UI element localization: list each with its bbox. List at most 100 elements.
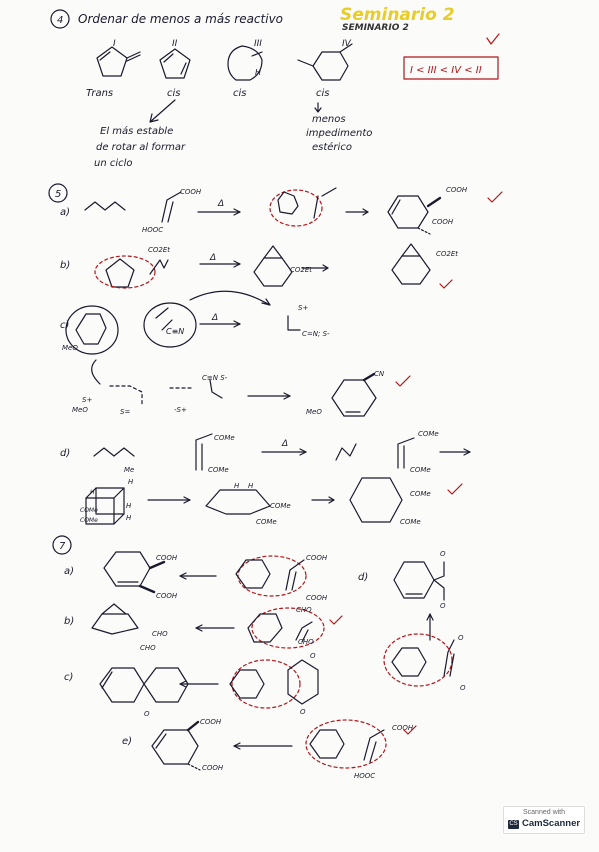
q5-number: 5 <box>55 189 61 200</box>
q4-cis-label-2: cis <box>233 88 247 99</box>
q7a-diene <box>235 559 271 589</box>
q5c-resonance-2: C=N; S- <box>302 330 330 338</box>
q7a-reagent-1: COOH <box>306 554 328 562</box>
q5a-diene <box>84 201 126 211</box>
q5d-ts-5: COMe <box>80 507 98 514</box>
q5a-reagent: COOH <box>180 188 202 196</box>
q5c-ts-1: S+ <box>82 396 92 404</box>
q5c-resonance <box>287 315 301 331</box>
q5d-product-1: COMe <box>418 430 439 438</box>
q5a-product-1: COOH <box>446 186 468 194</box>
q7d-product-2: O <box>440 602 446 610</box>
q4-prompt: Ordenar de menos a más reactivo <box>78 12 283 26</box>
q5d-ts-2: H <box>128 478 134 486</box>
q7b-product <box>91 613 139 635</box>
q5d-final-2: COMe <box>400 518 421 526</box>
q4-label-4: IV <box>342 39 352 49</box>
q7d-reagent-2: O <box>460 684 466 692</box>
q5d-condition: Δ <box>281 439 288 449</box>
q7c-id: c) <box>64 672 73 683</box>
q4-order-answer: I < III < IV < II <box>410 65 482 76</box>
q7c-product <box>99 667 145 703</box>
q4-structure-1 <box>96 46 128 77</box>
q4-note-hindrance-1: menos <box>312 114 346 125</box>
q5b-intermediate <box>253 257 293 287</box>
q7d-product <box>393 561 435 599</box>
q4-structure-4 <box>312 51 349 81</box>
q7e-product-2: COOH <box>202 764 224 772</box>
q7b-id: b) <box>64 616 74 627</box>
q5c-ts-3: S= <box>120 408 130 416</box>
q4-cis-label-3: cis <box>316 88 330 99</box>
camscanner-watermark: Scanned with CS CamScanner <box>503 806 585 834</box>
seminar-subtitle: SEMINARIO 2 <box>342 23 409 33</box>
q4-note-stable-3: un ciclo <box>94 158 133 169</box>
q5d-ts-3: H <box>126 502 132 510</box>
q5a-reagent2: HOOC <box>142 226 163 234</box>
q4-note-stable-2: de rotar al formar <box>96 142 186 153</box>
camscanner-logo-icon: CS <box>508 820 519 829</box>
q5d-endo-adduct <box>205 489 271 515</box>
q4-note-hindrance-3: estérico <box>312 141 352 153</box>
q7d-product-1: O <box>440 550 446 558</box>
q5b-product <box>391 255 431 285</box>
q5a-condition: Δ <box>217 199 224 209</box>
q7e-product <box>151 729 199 765</box>
q5d-ts-1: Me <box>124 466 134 474</box>
q7c-diene <box>229 669 265 699</box>
q5d-reagent-1: COMe <box>214 434 235 442</box>
q5d-ts-6: COMe <box>80 517 98 524</box>
q7a-product-2: COOH <box>156 592 178 600</box>
q5b-intermediate: CO2Et <box>290 266 312 274</box>
q4-note-hindrance-2: impedimento <box>306 128 372 139</box>
q5c-product-2: MeO <box>306 408 322 416</box>
q7a-product-1: COOH <box>156 554 178 562</box>
q7e-product-1: COOH <box>200 718 222 726</box>
q4-label-1: I <box>113 39 116 49</box>
q4-number: 4 <box>57 15 63 26</box>
q5c-condition: Δ <box>211 313 218 323</box>
q4-label-3: III <box>254 39 262 49</box>
q7a-id: a) <box>64 566 74 577</box>
q7a-product <box>103 551 151 587</box>
q5d-product-2: COMe <box>410 466 431 474</box>
q5d-endo-2: COMe <box>256 518 277 526</box>
q4-h-label: H <box>255 68 261 77</box>
q5c-group: MeO <box>62 344 78 352</box>
q5b-condition: Δ <box>209 253 216 263</box>
q7b-diene <box>247 613 283 643</box>
q5c-resonance-1: S+ <box>298 304 308 312</box>
q7b-reagent-1: CHO <box>296 606 312 614</box>
q7b-reagent-2: CHO <box>298 638 314 646</box>
q5-number-circle <box>48 183 68 203</box>
q4-label-2: II <box>172 39 178 49</box>
q4-structure-2 <box>159 48 191 79</box>
q5d-endo-3: H <box>234 482 240 490</box>
q5c-ts-2: MeO <box>72 406 88 414</box>
q5d-final-1: COMe <box>410 490 431 498</box>
q5d-reagent-2: COMe <box>208 466 229 474</box>
q4-cis-label-1: cis <box>167 88 181 99</box>
q5d-endo-1: COMe <box>270 502 291 510</box>
q7c-product-1: O <box>144 710 150 718</box>
q4-answer-box <box>403 56 499 80</box>
q7a-reagent-2: COOH <box>306 594 328 602</box>
q7c-reagent-2: O <box>300 708 306 716</box>
q7b-product-1: CHO <box>152 630 168 638</box>
q7d-diene <box>391 647 427 677</box>
q5b-diene <box>105 258 135 288</box>
q5b-product: CO2Et <box>436 250 458 258</box>
q4-number-circle <box>50 9 70 29</box>
q5c-ts-5: C≡N S- <box>202 374 228 382</box>
q5b-reagent: CO2Et <box>148 246 170 254</box>
q4-trans-label: Trans <box>86 88 113 99</box>
q5d-ts-4: H <box>126 514 132 522</box>
q5c-product-1: CN <box>374 370 385 378</box>
q7e-diene <box>309 729 345 759</box>
q7-number-circle <box>52 535 72 555</box>
q5c-id: c) <box>60 320 69 331</box>
q5d-diene <box>93 447 135 457</box>
q5a-product <box>387 195 429 229</box>
q7d-id: d) <box>358 572 368 583</box>
